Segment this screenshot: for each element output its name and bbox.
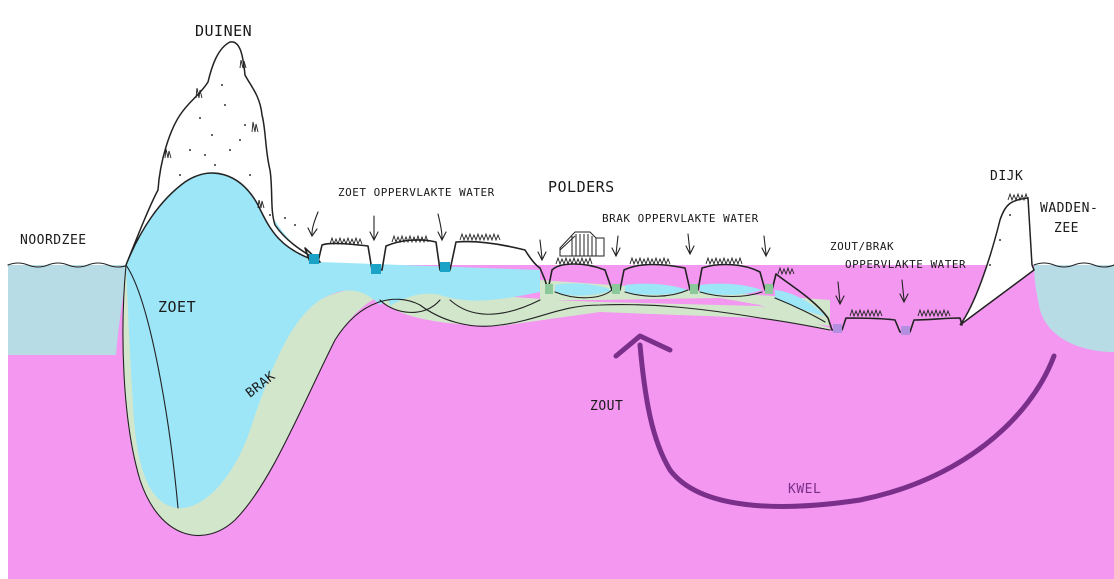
zoet-ditch-2 — [371, 264, 381, 274]
dune-speckles — [179, 84, 1011, 266]
label-zoutbrak-1: ZOUT/BRAK — [830, 240, 894, 253]
noordzee-water — [8, 265, 128, 355]
label-zoet-oppervlakte-water: ZOET OPPERVLAKTE WATER — [338, 186, 495, 199]
label-zoutbrak-2: OPPERVLAKTE WATER — [845, 258, 966, 271]
label-kwel: KWEL — [788, 482, 821, 497]
label-zout: ZOUT — [590, 399, 623, 414]
brak-ditch-1 — [545, 284, 553, 294]
label-dijk: DIJK — [990, 169, 1023, 184]
brak-ditch-2 — [612, 284, 620, 294]
barn-icon — [560, 232, 604, 256]
label-waddenzee-2: ZEE — [1054, 221, 1079, 236]
brak-ditch-3 — [690, 284, 698, 294]
label-polders: POLDERS — [548, 178, 615, 196]
label-noordzee: NOORDZEE — [20, 233, 87, 248]
zoutbrak-ditch-2 — [901, 326, 910, 335]
label-duinen: DUINEN — [195, 22, 252, 40]
zoet-ditch-1 — [309, 254, 319, 264]
brak-ditch-4 — [765, 284, 773, 294]
zoet-ditch-3 — [440, 262, 450, 272]
zoutbrak-ditch-1 — [833, 324, 842, 333]
label-waddenzee-1: WADDEN- — [1040, 201, 1098, 216]
label-brak-oppervlakte-water: BRAK OPPERVLAKTE WATER — [602, 212, 759, 225]
label-zoet: ZOET — [158, 298, 196, 316]
